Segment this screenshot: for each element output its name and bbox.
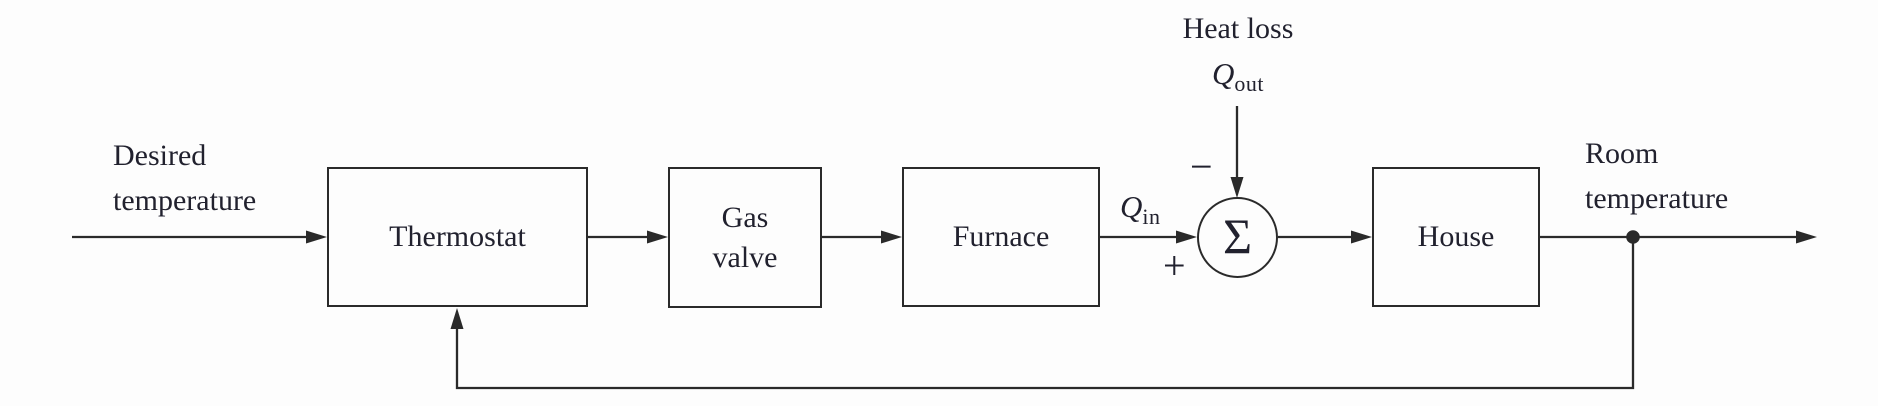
arrowhead-furnace [881, 230, 902, 244]
minus-sign: − [1190, 144, 1213, 189]
block-gas-valve-label-line1: Gas [721, 200, 769, 234]
block-furnace-label: Furnace [952, 220, 1050, 253]
block-house-label: House [1417, 220, 1495, 253]
branch-dot [1626, 230, 1640, 244]
arrowhead-heatloss [1230, 177, 1244, 198]
arrowhead-gasvalve [647, 230, 668, 244]
block-gas-valve-label-line2: valve [712, 240, 778, 274]
output-signal-label-line2: temperature [1585, 182, 1729, 215]
sigma-symbol: Σ [1222, 207, 1253, 264]
q-out-subscript: out [1234, 71, 1264, 96]
block-thermostat-label: Thermostat [389, 220, 526, 253]
q-in-label: Qin [1120, 189, 1161, 230]
input-signal-label-line1: Desired [113, 139, 207, 172]
block-thermostat: Thermostat [327, 167, 588, 307]
heat-loss-symbol: Qout [1138, 51, 1338, 106]
wire-feedback [455, 238, 1635, 390]
plus-sign: + [1163, 243, 1186, 288]
arrowhead-input [306, 230, 327, 244]
heat-loss-title: Heat loss [1182, 12, 1294, 45]
q-out-base: Q [1211, 56, 1235, 91]
heat-loss-label: Heat loss Qout [1138, 6, 1338, 106]
arrowhead-output [1796, 230, 1817, 244]
q-in-subscript: in [1142, 204, 1161, 229]
block-house: House [1372, 167, 1540, 307]
block-gas-valve: Gas valve [668, 167, 822, 308]
input-signal-label: Desired temperature [113, 133, 256, 223]
output-signal-label: Room temperature [1585, 131, 1728, 221]
block-furnace: Furnace [902, 167, 1100, 307]
summing-junction: Σ [1197, 197, 1278, 278]
arrowhead-feedback [450, 308, 464, 329]
output-signal-label-line1: Room [1585, 137, 1659, 170]
q-in-base: Q [1120, 189, 1143, 224]
input-signal-label-line2: temperature [113, 184, 257, 217]
arrowhead-sum-in [1176, 230, 1197, 244]
arrowhead-house [1351, 230, 1372, 244]
